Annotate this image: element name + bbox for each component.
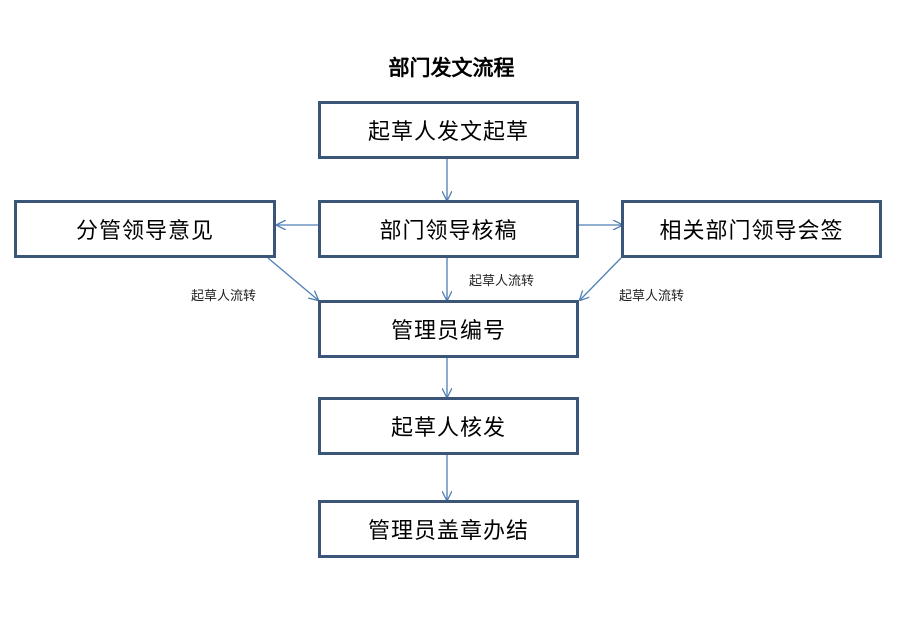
edge-label-center: 起草人流转 xyxy=(469,274,535,289)
node-draft: 起草人发文起草 xyxy=(318,101,579,159)
node-supervisor-opinion: 分管领导意见 xyxy=(14,200,276,258)
node-related-countersign: 相关部门领导会签 xyxy=(621,200,882,258)
node-admin-seal: 管理员盖章办结 xyxy=(318,500,579,558)
node-admin-number: 管理员编号 xyxy=(318,300,579,358)
arrow-related-to-admin xyxy=(580,257,622,300)
diagram-title: 部门发文流程 xyxy=(388,56,515,80)
edge-label-right: 起草人流转 xyxy=(619,289,685,304)
node-drafter-issue: 起草人核发 xyxy=(318,397,579,455)
node-dept-review: 部门领导核稿 xyxy=(318,200,579,258)
edge-label-left: 起草人流转 xyxy=(191,289,257,304)
arrow-supervisor-to-admin xyxy=(267,257,318,300)
